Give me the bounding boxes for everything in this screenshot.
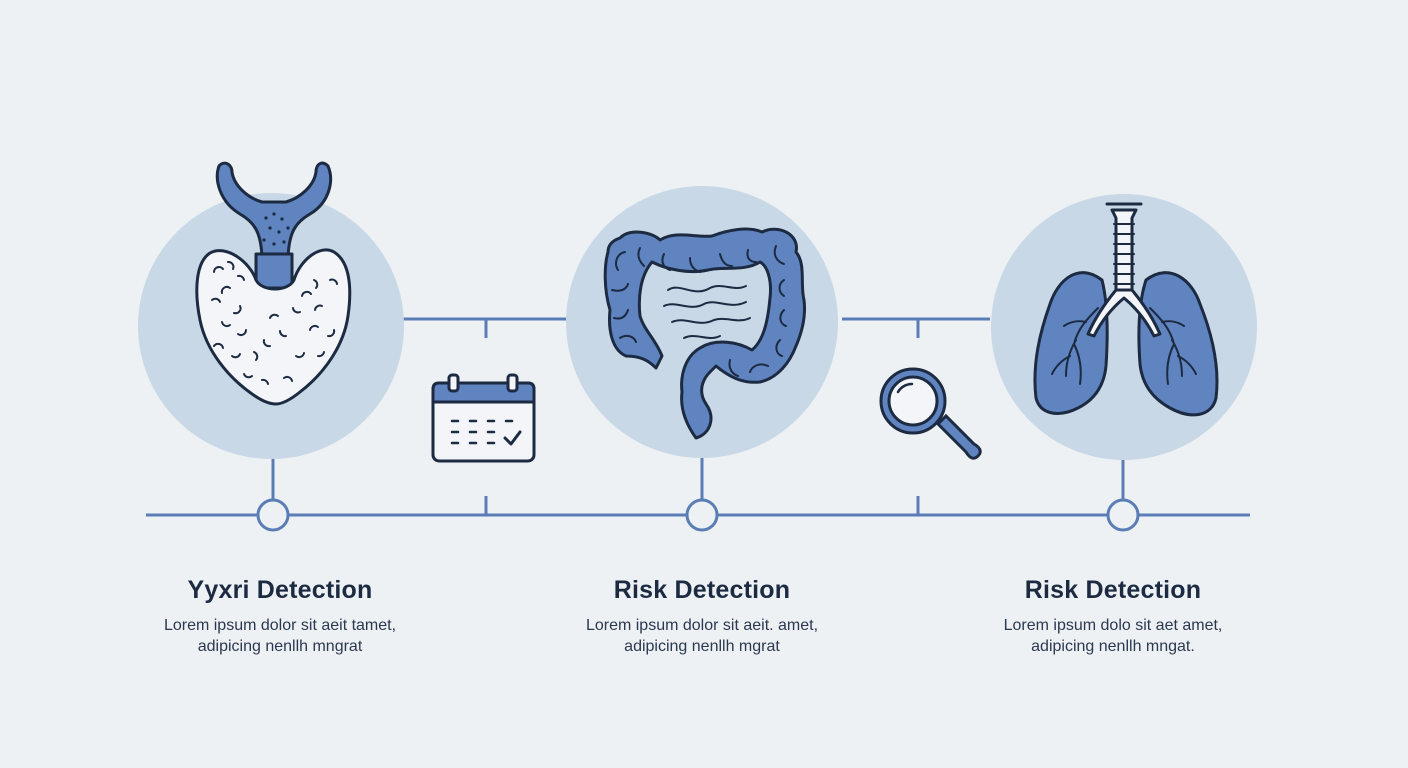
step-2-desc-line1: Lorem ipsum dolor sit aeit. amet, bbox=[585, 617, 819, 634]
step-1-description: Lorem ipsum dolor sit aeit tamet, adipic… bbox=[100, 615, 460, 657]
step-2-description: Lorem ipsum dolor sit aeit. amet, adipic… bbox=[522, 615, 882, 657]
step-2-desc-line2: adipicing nenllh mgrat bbox=[624, 638, 780, 655]
thyroid-icon bbox=[195, 161, 352, 406]
step-2-title: Risk Detection bbox=[613, 576, 791, 604]
step-3-desc-line1: Lorem ipsum dolo sit aet amet, bbox=[1003, 617, 1223, 634]
magnifier-icon bbox=[879, 367, 982, 460]
step-3-title: Risk Detection bbox=[1024, 576, 1202, 604]
timeline-node-1 bbox=[256, 498, 290, 532]
step-3-desc-line2: adipicing nenllh mngat. bbox=[1031, 638, 1195, 655]
step-1-title: Yyxri Detection bbox=[187, 576, 373, 604]
timeline-node-3 bbox=[1106, 498, 1140, 532]
colon-icon bbox=[603, 227, 806, 440]
step-1-desc-line2: adipicing nenllh mngrat bbox=[197, 638, 363, 655]
timeline-node-2 bbox=[685, 498, 719, 532]
step-2-caption: Risk Detection Lorem ipsum dolor sit aei… bbox=[522, 576, 882, 657]
step-3-description: Lorem ipsum dolo sit aet amet, adipicing… bbox=[933, 615, 1293, 657]
lungs-icon bbox=[1033, 202, 1219, 417]
step-3-caption: Risk Detection Lorem ipsum dolo sit aet … bbox=[933, 576, 1293, 657]
calendar-icon bbox=[431, 373, 536, 463]
step-1-desc-line1: Lorem ipsum dolor sit aeit tamet, bbox=[163, 617, 397, 634]
step-1-caption: Yyxri Detection Lorem ipsum dolor sit ae… bbox=[100, 576, 460, 657]
